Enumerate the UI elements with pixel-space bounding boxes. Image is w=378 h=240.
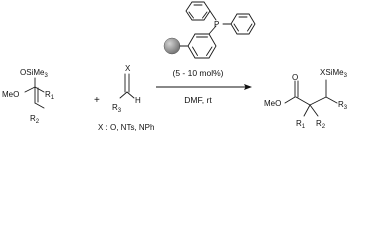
reaction-scheme: OSiMe3 MeO R1 R2 + X H R3 X : O, NTs, NP…: [2, 1, 348, 132]
x-label: X: [125, 64, 131, 73]
bond-c-c-r1: [34, 86, 45, 93]
polymer-supported-triphenylphosphine: P: [163, 1, 256, 59]
product-ester: MeO O R1 R2 XSiMe3 R3: [264, 68, 348, 130]
ring-inner-bond: [233, 23, 239, 32]
polymer-bead-icon: [163, 37, 181, 55]
product-xsime3-label: XSiMe3: [320, 68, 348, 79]
bond-carbonyl-calpha: [295, 96, 311, 106]
p-upper-phenyl-bond: [209, 10, 217, 21]
phenyl-ring-upper: [185, 1, 211, 21]
bond-calpha-r1: [303, 104, 311, 117]
bond-ome-carbonyl: [284, 96, 296, 104]
meo-label: MeO: [2, 90, 19, 99]
ring-inner-bond: [206, 46, 213, 56]
product-r3-label: R3: [338, 100, 348, 111]
bond-c-ome: [24, 86, 36, 93]
r1-label: R1: [45, 90, 55, 101]
phosphorus-label: P: [214, 20, 219, 29]
x-substituent-note: X : O, NTs, NPh: [98, 123, 154, 132]
ring-inner-bond: [247, 23, 253, 32]
bond-c-h: [126, 91, 135, 99]
bond-cbeta-r3: [325, 96, 338, 104]
osime3-label: OSiMe3: [20, 68, 48, 79]
ring-inner-bond: [202, 11, 208, 19]
bond-c-r2: [34, 102, 45, 109]
catalyst-loading-label: (5 - 10 mol%): [172, 68, 223, 78]
solvent-conditions-label: DMF, rt: [184, 95, 212, 105]
r2-label: R2: [30, 114, 40, 125]
carbonyl-o-label: O: [292, 73, 298, 82]
product-r1-label: R1: [296, 119, 306, 130]
plus-sign: +: [94, 95, 100, 106]
bond-calpha-cbeta: [309, 96, 327, 106]
ring-inner-bond: [188, 11, 194, 19]
ring-p-bond: [208, 25, 217, 35]
bond-calpha-r2: [309, 104, 319, 117]
product-r2-label: R2: [316, 119, 326, 130]
aldehyde-imine-reactant: X H R3: [112, 64, 141, 114]
phenyl-ring-right: [230, 13, 256, 35]
phenyl-ring-para: [187, 33, 217, 59]
reaction-arrow-head: [244, 84, 252, 90]
bond-c-r3: [119, 91, 128, 99]
h-label: H: [135, 96, 141, 105]
silyl-ketene-acetal-reactant: OSiMe3 MeO R1 R2: [2, 68, 55, 125]
product-meo-label: MeO: [264, 99, 281, 108]
r3-label: R3: [112, 103, 122, 114]
reaction-scheme-graphic: OSiMe3 MeO R1 R2 + X H R3 X : O, NTs, NP…: [2, 1, 348, 132]
ring-inner-bond: [192, 46, 198, 56]
